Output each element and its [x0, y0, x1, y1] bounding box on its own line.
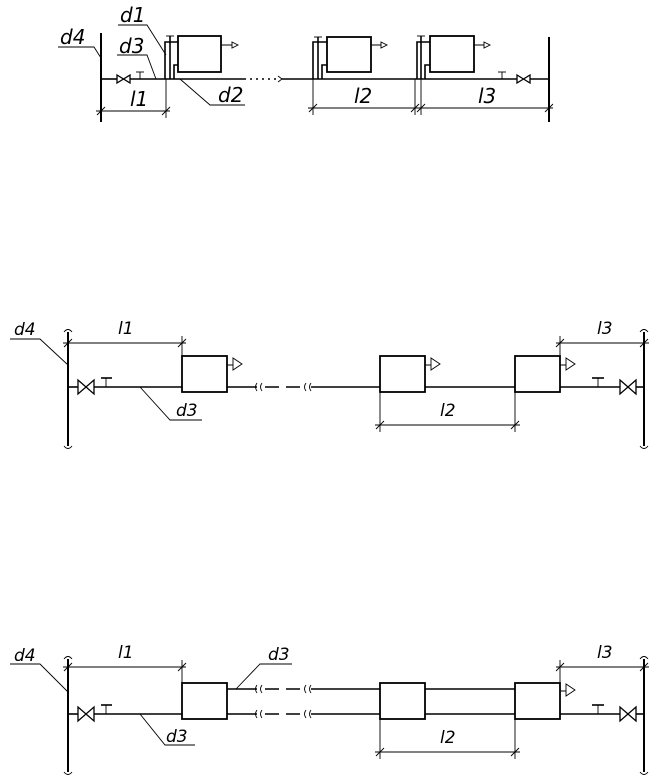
leader-d4 — [10, 338, 69, 366]
heater-2-outlet-icon — [371, 41, 389, 49]
label-d4: d4 — [14, 646, 36, 666]
leader-d2 — [179, 78, 245, 106]
label-d3-top: d3 — [268, 645, 290, 665]
leader-d3-bottom — [139, 713, 195, 746]
leader-d3 — [139, 386, 202, 421]
heater-3 — [429, 35, 475, 73]
leader-d4 — [58, 46, 102, 59]
label-d1: d1 — [120, 3, 145, 27]
heater-1 — [181, 355, 228, 393]
heater-3 — [514, 682, 561, 720]
label-l3: l3 — [597, 319, 613, 339]
diagram-3: d4 d3 d3 l1 l2 l3 — [10, 643, 649, 775]
leader-d4 — [10, 663, 69, 693]
valve-left-icon — [116, 73, 131, 85]
label-d3: d3 — [119, 34, 144, 58]
heater-2-outlet-icon — [425, 357, 441, 371]
diagram-2: d4 d3 l1 l2 l3 — [10, 319, 649, 449]
heater-3-outlet-icon — [474, 41, 492, 49]
label-d4: d4 — [14, 320, 36, 340]
label-l2: l2 — [354, 84, 372, 108]
heater-1-outlet-icon — [221, 41, 240, 49]
heater-3 — [514, 355, 561, 393]
valve-left-icon — [77, 705, 95, 723]
heater-2 — [379, 682, 426, 720]
valve-right-icon — [619, 705, 637, 723]
valve-right-icon — [516, 73, 531, 85]
heater-1 — [181, 682, 228, 720]
leader-d3 — [117, 54, 157, 80]
valve-left-icon — [77, 378, 95, 396]
leader-d3-top — [235, 663, 292, 690]
heater-3-outlet-icon — [560, 683, 576, 697]
label-l3: l3 — [597, 643, 613, 663]
label-l1: l1 — [130, 87, 148, 111]
label-d4: d4 — [60, 25, 85, 49]
label-d2: d2 — [218, 83, 243, 107]
diagram-1: d4 d1 d3 d2 l1 l2 l3 — [58, 3, 554, 122]
label-d3: d3 — [176, 401, 198, 421]
label-l3: l3 — [478, 84, 496, 108]
heater-3-outlet-icon — [560, 357, 576, 371]
label-l1: l1 — [118, 319, 134, 339]
heater-2 — [326, 36, 372, 73]
label-l2: l2 — [440, 728, 456, 748]
leader-d1 — [118, 24, 167, 56]
break-mark — [277, 75, 283, 83]
label-l2: l2 — [440, 401, 456, 421]
heater-1 — [177, 35, 222, 73]
valve-right-icon — [619, 378, 637, 396]
label-d3-bottom: d3 — [166, 727, 188, 747]
heater-1-outlet-icon — [227, 357, 243, 371]
heater-2 — [379, 355, 426, 393]
label-l1: l1 — [118, 643, 134, 663]
